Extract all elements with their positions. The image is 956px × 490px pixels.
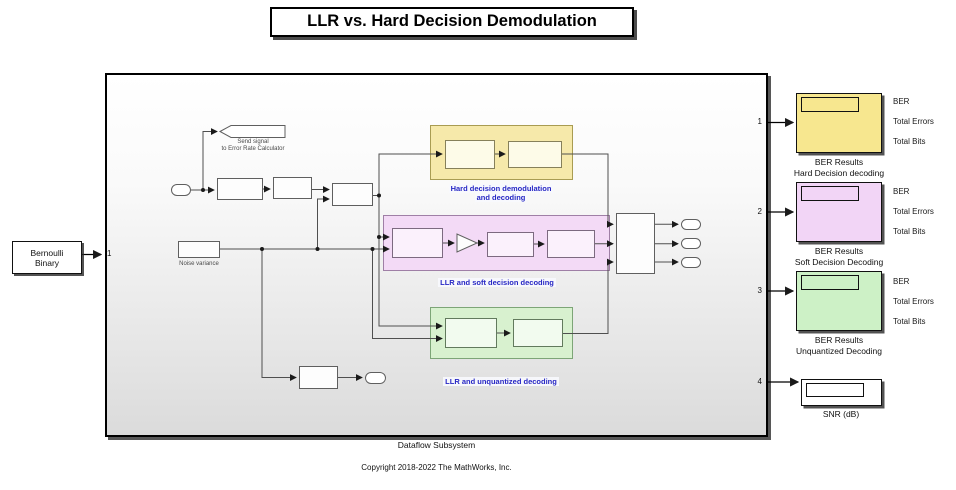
internal-block-bottom[interactable] <box>299 366 338 389</box>
bottom-output-oval[interactable] <box>365 372 386 384</box>
out-port-number-4: 4 <box>757 377 762 386</box>
display-caption-line2: Soft Decision Decoding <box>794 256 884 267</box>
out-port-number-1: 1 <box>757 117 762 126</box>
output-oval-3[interactable] <box>681 257 701 268</box>
soft-decoder-block[interactable] <box>547 230 595 258</box>
display-caption-line2: Hard Decision decoding <box>793 167 885 178</box>
bernoulli-label-line2: Binary <box>34 257 60 268</box>
display-row-label: BER <box>893 97 910 106</box>
region-label-unquantized: LLR and unquantized decoding <box>443 377 559 386</box>
display-inner-rect <box>801 97 859 112</box>
subsystem-in-port-number: 1 <box>107 249 112 258</box>
goto-tag-label: Send signal to Error Rate Calculator <box>221 139 285 152</box>
display-caption-line2: Unquantized Decoding <box>795 345 882 356</box>
display-inner-rect <box>801 186 859 201</box>
region-label-soft: LLR and soft decision decoding <box>438 278 556 287</box>
unquantized-decoder-block[interactable] <box>513 319 563 347</box>
soft-quantizer-block[interactable] <box>487 232 534 257</box>
internal-block-2[interactable] <box>273 177 312 199</box>
display-row-label: Total Bits <box>893 317 926 326</box>
internal-block-3[interactable] <box>332 183 373 206</box>
ber-display-unquantized[interactable] <box>796 271 882 331</box>
display-row-label: Total Bits <box>893 227 926 236</box>
hard-demod-block[interactable] <box>445 140 495 169</box>
input-port-oval[interactable] <box>171 184 191 196</box>
noise-variance-block[interactable] <box>178 241 220 258</box>
region-label-hard: Hard decision demodulation and decoding <box>448 184 554 202</box>
subsystem-label: Dataflow Subsystem <box>397 440 476 450</box>
display-row-label: BER <box>893 277 910 286</box>
display-inner-rect <box>806 383 864 397</box>
ber-display-hard[interactable] <box>796 93 882 153</box>
ber-display-soft[interactable] <box>796 182 882 242</box>
out-port-number-3: 3 <box>757 286 762 295</box>
copyright-text: Copyright 2018-2022 The MathWorks, Inc. <box>361 463 512 472</box>
display-row-label: Total Errors <box>893 207 934 216</box>
snr-display-block[interactable] <box>801 379 882 406</box>
output-oval-2[interactable] <box>681 238 701 249</box>
unquantized-demod-block[interactable] <box>445 318 497 348</box>
out-port-number-2: 2 <box>757 207 762 216</box>
snr-label: SNR (dB) <box>822 409 860 419</box>
hard-decoder-block[interactable] <box>508 141 562 168</box>
bernoulli-binary-block[interactable]: Bernoulli Binary <box>12 241 82 274</box>
display-row-label: Total Bits <box>893 137 926 146</box>
display-caption-line1: BER Results <box>814 157 864 167</box>
noise-variance-label: Noise variance <box>179 261 219 267</box>
model-title: LLR vs. Hard Decision Demodulation <box>270 7 634 37</box>
output-oval-1[interactable] <box>681 219 701 230</box>
display-caption-line1: BER Results <box>814 335 864 345</box>
internal-block-1[interactable] <box>217 178 263 200</box>
soft-demod-block[interactable] <box>392 228 443 258</box>
error-rate-calc-block[interactable] <box>616 213 655 274</box>
display-row-label: BER <box>893 187 910 196</box>
display-row-label: Total Errors <box>893 297 934 306</box>
display-caption-line1: BER Results <box>814 246 864 256</box>
display-row-label: Total Errors <box>893 117 934 126</box>
bernoulli-label-line1: Bernoulli <box>30 247 64 258</box>
display-inner-rect <box>801 275 859 290</box>
